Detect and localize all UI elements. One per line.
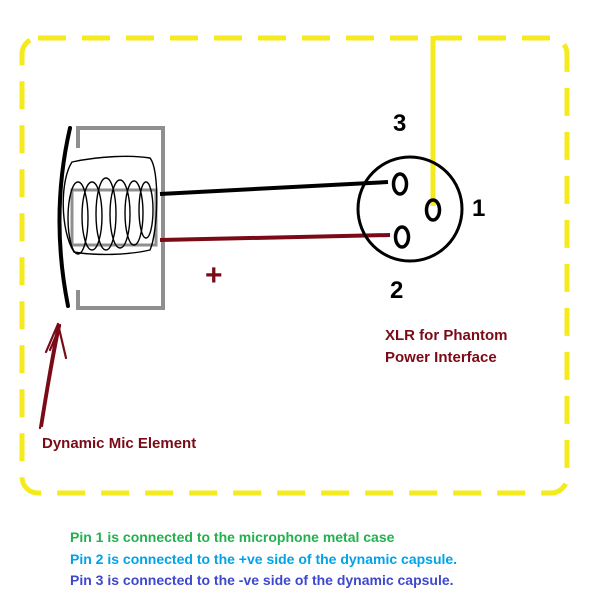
- wire-pin3-negative: [159, 180, 389, 196]
- coil-icon: [62, 155, 158, 256]
- note-pin-3: Pin 3 is connected to the -ve side of th…: [70, 572, 454, 588]
- pin-notes: Pin 1 is connected to the microphone met…: [70, 527, 595, 592]
- xlr-connector: [356, 155, 464, 263]
- up-arrow-icon: [38, 322, 68, 430]
- xlr-pin-2: [393, 225, 411, 249]
- xlr-title-line1: XLR for Phantom: [385, 327, 508, 344]
- diaphragm: [57, 126, 72, 308]
- dynamic-mic-element: [57, 126, 165, 310]
- xlr-title-line2: Power Interface: [385, 349, 497, 366]
- pin-1-label: 1: [472, 195, 485, 222]
- xlr-pin-3: [391, 172, 409, 196]
- pin-3-label: 3: [393, 110, 406, 137]
- mic-casing: [76, 126, 165, 310]
- note-pin-2: Pin 2 is connected to the +ve side of th…: [70, 550, 458, 567]
- note-pin-1: Pin 1 is connected to the microphone met…: [70, 529, 395, 545]
- mic-element-label: Dynamic Mic Element: [42, 435, 196, 452]
- plus-sign: +: [205, 259, 223, 292]
- xlr-pin-1: [424, 198, 442, 222]
- xlr-body: [356, 155, 464, 263]
- dashed-boundary: [19, 35, 570, 496]
- pin-2-label: 2: [390, 277, 403, 304]
- wire-pin2-positive: [159, 233, 391, 242]
